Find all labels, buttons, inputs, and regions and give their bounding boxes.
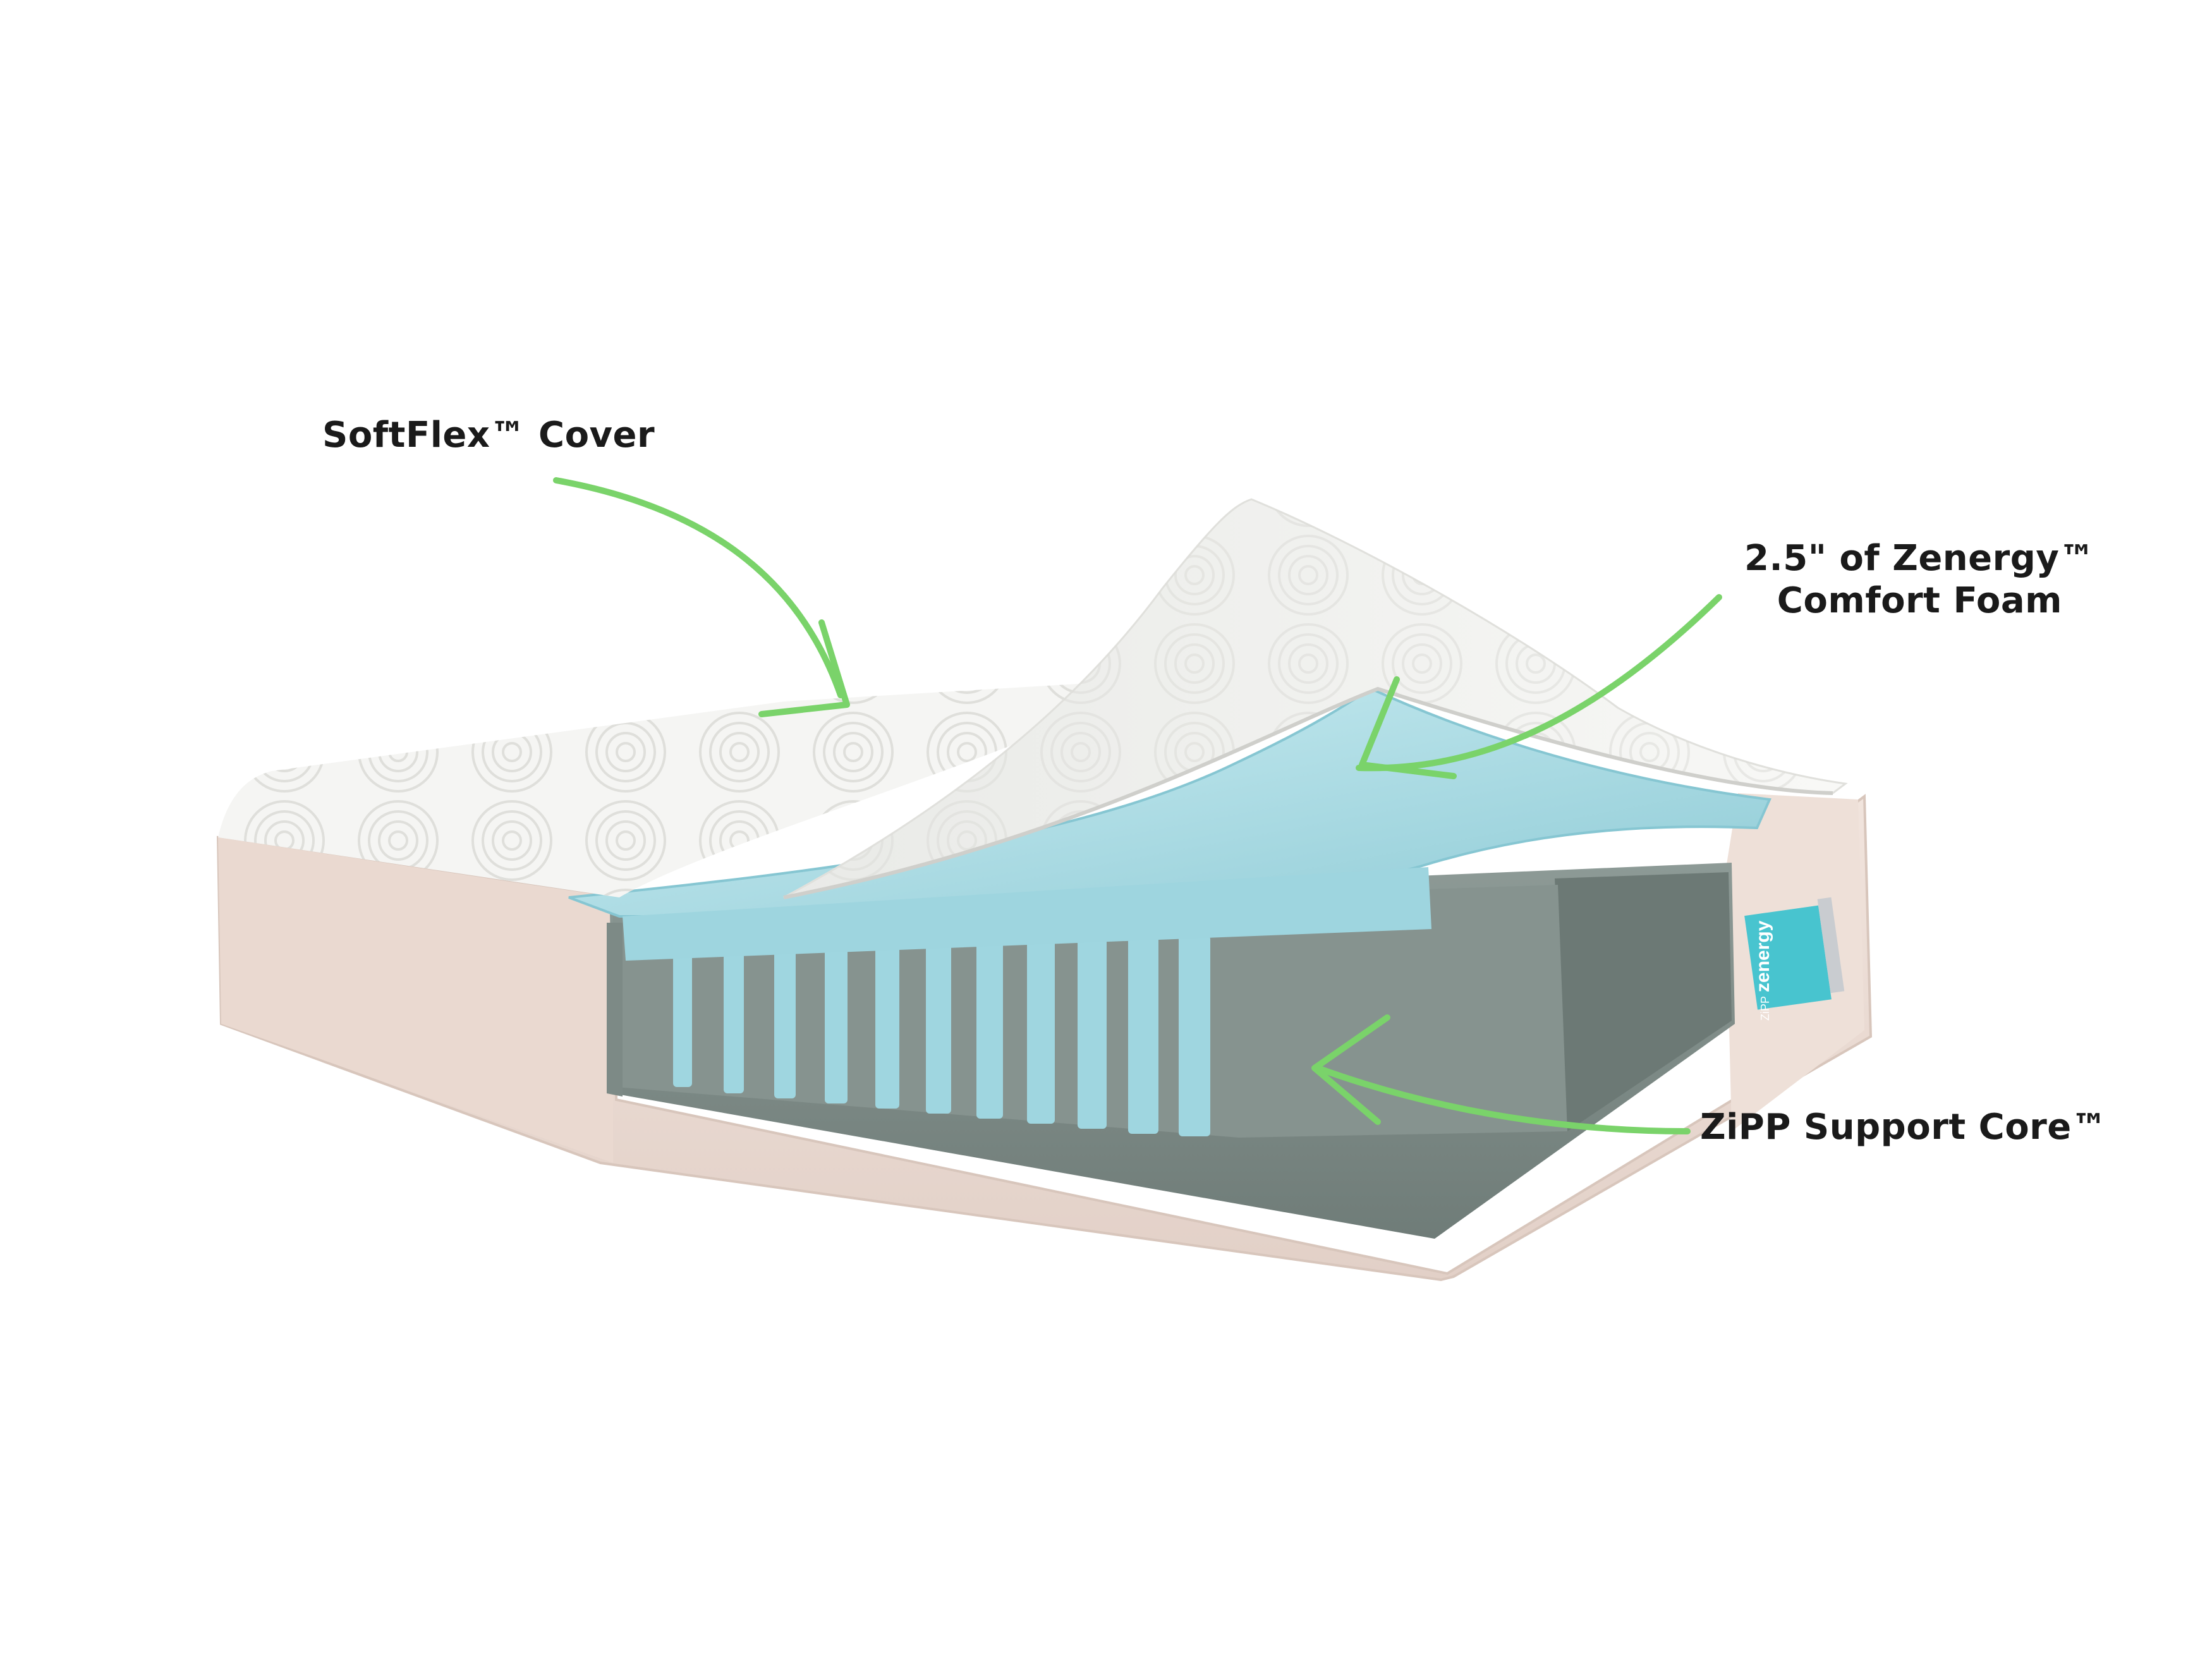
mattress-body xyxy=(216,793,1873,1282)
label-comfort-foam: 2.5" of Zenergy™ Comfort Foam xyxy=(1744,537,2095,622)
curved-arrow-icon xyxy=(1356,594,1722,772)
curved-arrow-icon xyxy=(1311,1014,1390,1125)
curved-arrow-icon xyxy=(1315,1065,1691,1134)
core-cavity-back-wall xyxy=(1555,872,1732,1131)
mattress-front-face xyxy=(218,837,613,1163)
curved-arrow-icon xyxy=(1359,676,1457,779)
core-front-edge xyxy=(607,923,623,1097)
brand-name: zenergy xyxy=(1753,920,1773,992)
core-slots xyxy=(673,935,1210,1136)
label-softflex-cover: SoftFlex™ Cover xyxy=(322,415,655,456)
brand-tag-text: ZiPP zenergy xyxy=(1753,921,1774,1021)
brand-small: ZiPP xyxy=(1759,995,1771,1021)
label-comfort-foam-line2: Comfort Foam xyxy=(1777,580,2063,622)
brand-tag xyxy=(1744,897,1845,1010)
annotation-arrows xyxy=(553,477,1722,1134)
curved-arrow-icon xyxy=(758,619,850,717)
mattress-left-sidewall xyxy=(216,794,1873,1282)
label-support-core: ZiPP Support Core™ xyxy=(1700,1107,2108,1148)
curved-arrow-icon xyxy=(553,477,844,698)
softflex-cover xyxy=(218,498,1848,899)
label-comfort-foam-line1: 2.5" of Zenergy™ xyxy=(1744,538,2095,579)
comfort-foam-layer xyxy=(568,687,1771,961)
